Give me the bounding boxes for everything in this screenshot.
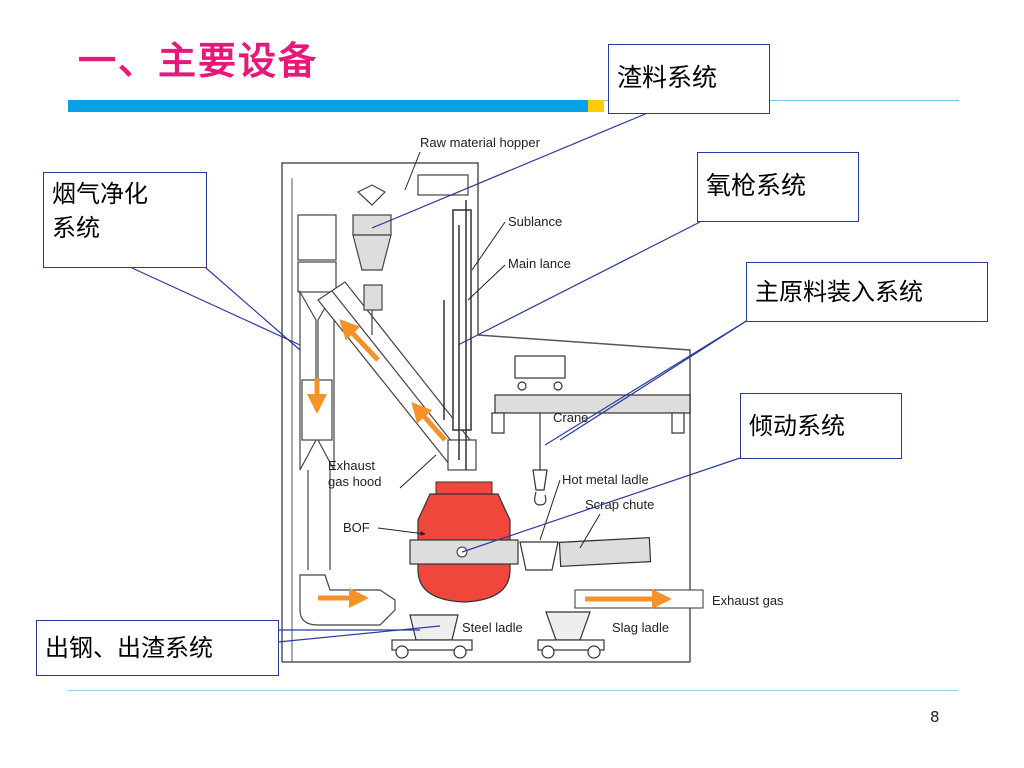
label-raw-material-hopper: Raw material hopper	[420, 135, 541, 150]
callout-tapping-slag-system: 出钢、出渣系统	[36, 620, 279, 676]
equipment-leader-lines	[377, 151, 601, 549]
lance-tower	[443, 200, 472, 470]
callout-oxygen-lance-system: 氧枪系统	[697, 152, 859, 222]
label-main-lance: Main lance	[508, 256, 571, 271]
label-crane: Crane	[553, 410, 588, 425]
plant-building-frame	[281, 162, 691, 663]
footer-rule	[68, 690, 958, 691]
bof-converter	[409, 481, 519, 603]
title-accent-square	[588, 100, 604, 112]
raw-material-hopper	[352, 184, 392, 335]
label-hot-metal-ladle: Hot metal ladle	[562, 472, 649, 487]
scrap-chute	[558, 537, 652, 567]
label-exhaust-gas-hood-1: Exhaust	[328, 458, 375, 473]
callout-flue-gas-cleaning: 烟气净化 系统	[43, 172, 207, 268]
flue-gas-ducting	[297, 214, 396, 626]
title-rule	[604, 100, 959, 101]
label-steel-ladle: Steel ladle	[462, 620, 523, 635]
label-scrap-chute: Scrap chute	[585, 497, 654, 512]
callout-leader-lines	[131, 111, 749, 643]
hood-flow-arrow-upper	[339, 319, 380, 362]
charging-crane	[491, 355, 691, 506]
slide-title: 一、主要设备	[78, 39, 319, 83]
callout-tilting-system: 倾动系统	[740, 393, 902, 459]
hood-flow-arrow-lower	[411, 402, 447, 442]
callout-main-material-charging: 主原料装入系统	[746, 262, 988, 322]
hopper-top-box	[417, 174, 469, 196]
label-slag-ladle: Slag ladle	[612, 620, 669, 635]
hot-metal-ladle	[519, 541, 559, 571]
steel-ladle-cart	[391, 614, 473, 659]
label-sublance: Sublance	[508, 214, 562, 229]
label-exhaust-gas: Exhaust gas	[712, 593, 784, 608]
callout-flue-gas-line2: 系统	[52, 214, 100, 242]
label-bof: BOF	[343, 520, 370, 535]
title-accent-bar	[68, 100, 588, 112]
callout-slag-system: 渣料系统	[608, 44, 770, 114]
label-exhaust-gas-hood-2: gas hood	[328, 474, 382, 489]
callout-flue-gas-line1: 烟气净化	[52, 180, 148, 208]
slag-ladle-cart	[537, 611, 605, 659]
page-number: 8	[930, 708, 940, 726]
